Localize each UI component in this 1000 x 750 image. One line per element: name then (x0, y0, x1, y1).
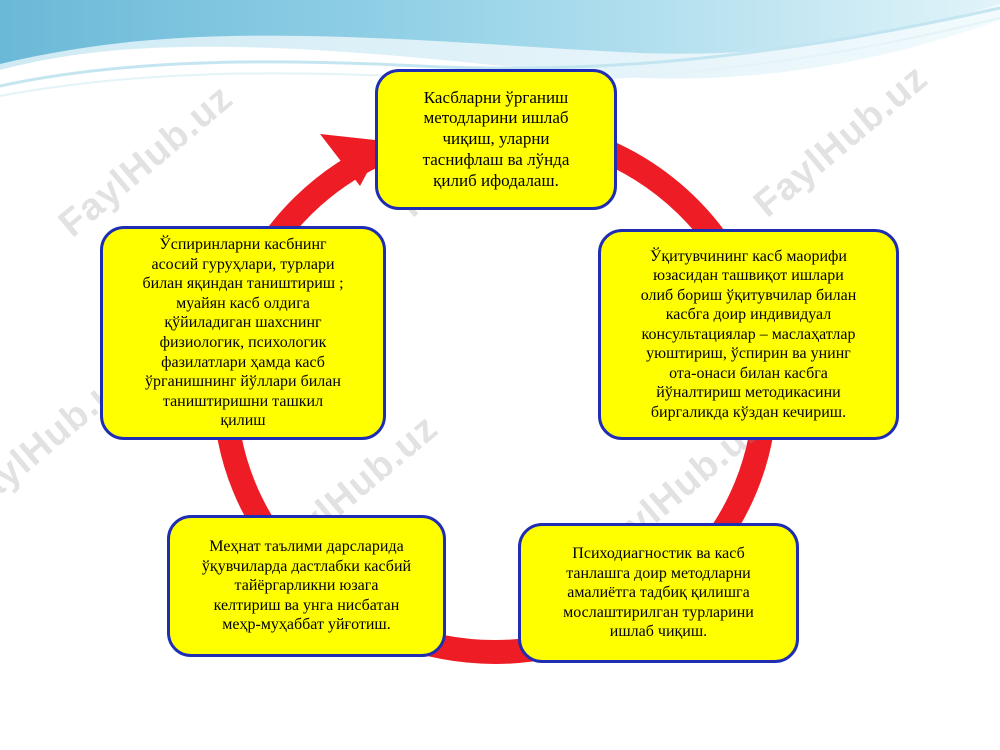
cycle-arrowhead (320, 134, 384, 186)
cycle-step-3: Психодиагностик ва касб танлашга доир ме… (518, 523, 799, 663)
header-wave-decoration (0, 0, 1000, 97)
cycle-step-4: Меҳнат таълими дарсларида ўқувчиларда да… (167, 515, 446, 657)
cycle-step-5: Ўспиринларни касбнинг асосий гуруҳлари, … (100, 226, 386, 440)
cycle-step-2: Ўқитувчининг касб маорифи юзасидан ташви… (598, 229, 899, 440)
cycle-step-1: Касбларни ўрганиш методларини ишлаб чиқи… (375, 69, 617, 210)
